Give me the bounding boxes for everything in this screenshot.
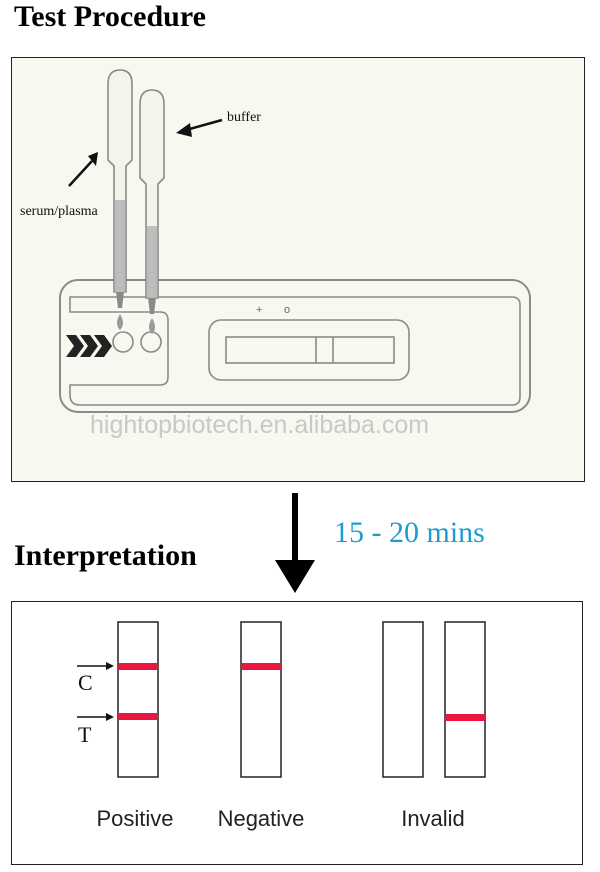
interpretation-panel xyxy=(11,601,583,865)
interpretation-strips xyxy=(117,621,486,778)
result-window xyxy=(208,319,410,381)
sample-dropper xyxy=(107,69,133,330)
sample-arrow-icon xyxy=(68,152,98,187)
positive-test-line xyxy=(118,713,158,720)
chevron-arrows-icon xyxy=(66,335,112,357)
svg-text:+: + xyxy=(256,304,262,316)
t-line-label: T xyxy=(78,722,92,747)
sample-wells xyxy=(112,331,162,353)
invalid-strip-blank xyxy=(382,621,424,778)
negative-label: Negative xyxy=(217,806,305,831)
c-arrow-icon xyxy=(77,662,114,670)
positive-strip xyxy=(117,621,159,778)
window-markings: + o xyxy=(256,304,290,316)
test-cassette xyxy=(59,279,531,413)
watermark: hightopbiotech.en.alibaba.com xyxy=(90,411,430,439)
positive-control-line xyxy=(118,663,158,670)
invalid-test-line xyxy=(445,714,485,721)
buffer-dropper xyxy=(139,89,165,334)
positive-label: Positive xyxy=(96,806,174,831)
result-lines xyxy=(118,663,485,721)
t-arrow-icon xyxy=(77,713,114,721)
c-line-label: C xyxy=(78,670,93,695)
buffer-label: buffer xyxy=(227,110,261,125)
sample-label: serum/plasma xyxy=(20,204,98,219)
page-title: Test Procedure xyxy=(14,0,206,33)
negative-strip xyxy=(240,621,282,778)
interpretation-title: Interpretation xyxy=(14,539,197,572)
buffer-arrow-icon xyxy=(176,118,223,137)
invalid-label: Invalid xyxy=(401,806,465,831)
negative-control-line xyxy=(241,663,281,670)
duration-label: 15 - 20 mins xyxy=(334,516,485,549)
down-arrow-icon xyxy=(275,493,315,593)
invalid-strip-test-only xyxy=(444,621,486,778)
svg-text:o: o xyxy=(284,304,290,316)
